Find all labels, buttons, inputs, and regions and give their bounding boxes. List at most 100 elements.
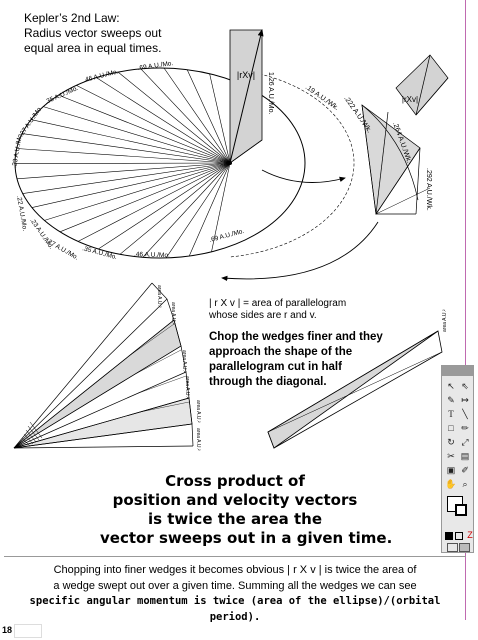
radius-vector bbox=[14, 162, 231, 164]
fan-vector bbox=[13, 345, 182, 449]
ellipse-speed-labels: .69 A.U./Mo..46 A.U./Mo..35 A.U./Mo..27 … bbox=[11, 60, 245, 262]
rxv-label: |rXv| bbox=[237, 70, 255, 80]
radius-vector bbox=[22, 133, 231, 164]
fan-vector bbox=[13, 423, 193, 449]
radius-vectors bbox=[14, 67, 231, 259]
fan-vector bbox=[13, 298, 168, 449]
fan-hatch bbox=[27, 425, 40, 441]
note-line-1: | r X v | = area of parallelogram bbox=[209, 298, 347, 309]
wedge-area-label: area A.U.² bbox=[195, 400, 201, 423]
rotate-tool-icon[interactable]: ↻ bbox=[447, 437, 455, 447]
eyedropper-tool-icon[interactable]: ✐ bbox=[461, 465, 469, 475]
zoom-tool-icon[interactable]: ⌕ bbox=[462, 479, 468, 489]
chop-line-4: through the diagonal. bbox=[209, 376, 327, 388]
radius-vector bbox=[16, 162, 231, 180]
fan-vector bbox=[13, 445, 194, 449]
radius-vector bbox=[142, 162, 231, 258]
scale-tool-icon[interactable]: ⤢ bbox=[461, 437, 469, 447]
tools-palette[interactable]: ↖ ⇖ ✎ ↦ T ╲ □ ✏ ↻ ⤢ ✂ ▤ ▣ ✐ ✋ ⌕ Z bbox=[441, 365, 474, 553]
pencil-tool-icon[interactable]: ✏ bbox=[461, 423, 469, 433]
wedge-area-label: area A.U.² bbox=[170, 302, 176, 325]
radius-vector bbox=[31, 162, 231, 208]
rectangle-tool-icon[interactable]: □ bbox=[448, 423, 454, 433]
fan-vector bbox=[13, 371, 187, 449]
wedge-area-labels: area A.U.² area A.U.² area A.U.² area A.U.²… bbox=[156, 285, 201, 451]
fan-vector bbox=[13, 282, 153, 449]
fan-hatch bbox=[29, 421, 43, 439]
measure-tool-icon[interactable]: ↦ bbox=[461, 395, 469, 405]
diagram-title: Kepler’s 2nd Law: Radius vector sweeps o… bbox=[24, 11, 161, 56]
direct-select-tool-icon[interactable]: ⇖ bbox=[461, 381, 469, 391]
summary-paragraph: Chopping into finer wedges it becomes ob… bbox=[10, 563, 460, 625]
palette-title-bar[interactable] bbox=[442, 366, 473, 376]
zoom-speed-label: .292 A.U./Wk. bbox=[425, 168, 432, 211]
line-tool-icon[interactable]: ╲ bbox=[462, 409, 468, 419]
frame-tool-icon[interactable]: ▣ bbox=[446, 465, 456, 475]
page-frame bbox=[465, 0, 466, 620]
radius-vector bbox=[165, 162, 231, 259]
divider bbox=[4, 556, 466, 557]
ellipse-speed-label: .46 A.U./Mo. bbox=[83, 68, 120, 83]
arrow-to-fan bbox=[221, 221, 379, 282]
chop-wedges-text: Chop the wedges finer and they approach … bbox=[209, 330, 383, 390]
wedge-area-label: area A.U.² bbox=[156, 285, 162, 308]
radius-vector bbox=[16, 148, 231, 164]
select-tool-icon[interactable]: ↖ bbox=[447, 381, 455, 391]
ellipse-speed-label: .27 A.U./Mo. bbox=[45, 238, 80, 262]
stroke-mode-button[interactable] bbox=[455, 532, 463, 540]
ellipse-speed-label: .22 A.U./Mo. bbox=[15, 195, 28, 232]
zoom-wedges bbox=[361, 104, 431, 215]
wedge-area-label: area A.U.² bbox=[195, 428, 201, 451]
radius-vector bbox=[186, 69, 231, 164]
parallelogram-area-label: area A.U.² bbox=[442, 309, 448, 332]
hand-tool-icon[interactable]: ✋ bbox=[445, 479, 457, 489]
stroke-swatch[interactable] bbox=[455, 504, 467, 516]
radius-vector bbox=[188, 162, 231, 257]
summary-line-1: Chopping into finer wedges it becomes ob… bbox=[53, 564, 417, 576]
cross-line-2: position and velocity vectors bbox=[112, 491, 358, 509]
preview-view-icon[interactable] bbox=[459, 543, 470, 552]
normal-view-icon[interactable] bbox=[447, 543, 458, 552]
radius-vector bbox=[209, 73, 231, 164]
fan-hatch bbox=[21, 437, 31, 447]
ellipse-speed-label: .69 A.U./Mo. bbox=[209, 228, 246, 244]
fan-tick bbox=[137, 375, 187, 394]
radius-vector bbox=[98, 162, 231, 250]
zoom-speed-label: .19 A.U./Wk. bbox=[304, 84, 340, 112]
none-swatch-icon[interactable]: Z bbox=[467, 530, 473, 540]
radius-vector bbox=[140, 68, 231, 164]
summary-line-3: specific angular momentum is twice (area… bbox=[10, 594, 460, 625]
radius-vector bbox=[211, 162, 231, 252]
radius-vector bbox=[96, 77, 231, 164]
radius-vector bbox=[163, 67, 231, 164]
cross-line-3: is twice the area the bbox=[147, 510, 323, 528]
cross-product-heading: Cross product of position and velocity v… bbox=[100, 472, 393, 548]
fan-vector bbox=[13, 397, 190, 449]
page-number-field[interactable] bbox=[14, 624, 42, 638]
orbit-ellipse bbox=[14, 67, 355, 259]
cross-product-note: | r X v | = area of parallelogram whose … bbox=[209, 298, 346, 322]
pen-tool-icon[interactable]: ✎ bbox=[447, 395, 455, 405]
radius-vector bbox=[119, 162, 231, 255]
arrow-to-zoom bbox=[261, 169, 346, 183]
ellipse-speed-label: .35 A.U./Mo. bbox=[81, 245, 118, 261]
ellipse-speed-label: .35 A.U./Mo. bbox=[44, 85, 80, 106]
scissors-tool-icon[interactable]: ✂ bbox=[447, 451, 455, 461]
fan-vector bbox=[13, 319, 175, 449]
half-parallelogram bbox=[267, 330, 443, 449]
summary-line-2: a wedge swept out over a given time. Sum… bbox=[53, 579, 417, 592]
note-line-2: whose sides are r and v. bbox=[209, 310, 317, 321]
radius-vector bbox=[58, 94, 231, 164]
chop-line-2: approach the shape of the bbox=[209, 346, 353, 358]
cross-line-4: vector sweeps out in a given time. bbox=[100, 529, 393, 547]
gradient-tool-icon[interactable]: ▤ bbox=[460, 451, 470, 461]
radius-vector bbox=[22, 162, 231, 194]
fill-mode-button[interactable] bbox=[445, 532, 453, 540]
zoom-parallelogram bbox=[395, 54, 449, 116]
top-speed-label: 1.26 A.U./Mo. bbox=[267, 72, 274, 114]
ellipse-speed-label: .69 A.U./Mo. bbox=[137, 60, 174, 72]
focus-point bbox=[228, 161, 232, 165]
fan-hatch bbox=[23, 433, 34, 445]
summary-emphasis: specific angular momentum is twice (area… bbox=[29, 595, 441, 623]
type-tool-icon[interactable]: T bbox=[448, 409, 454, 419]
